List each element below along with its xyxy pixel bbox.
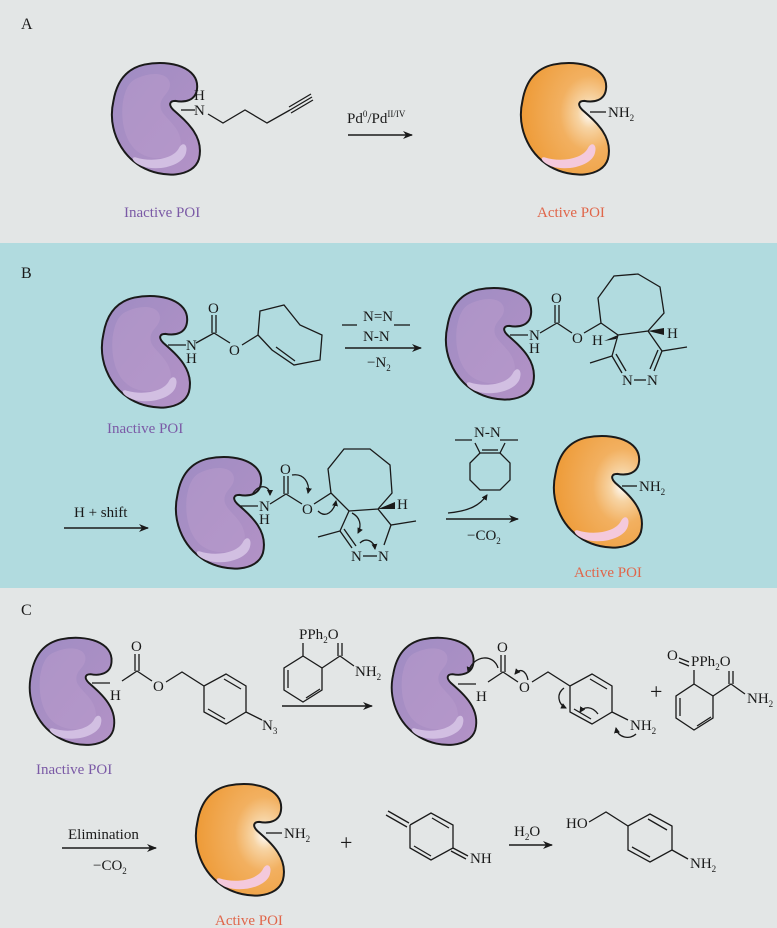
active-caption: Active POI: [215, 913, 283, 928]
pyridazine-n2: N: [378, 549, 389, 565]
carbamate-h: H: [110, 688, 121, 704]
inactive-protein-icon: [390, 636, 478, 746]
step3-h2o: H2O: [514, 824, 540, 842]
carbonyl-o: O: [551, 291, 562, 307]
scheme-c: H O O N3 Inactive POI PPh2O NH2 H O O NH…: [28, 627, 773, 928]
quinone-nh: NH: [470, 851, 492, 867]
oxide-o: O: [667, 648, 678, 664]
carbonyl-o: O: [280, 462, 291, 478]
step2-elimination: Elimination: [68, 827, 139, 843]
carbamate-h: H: [186, 351, 197, 367]
step3-minus-co2: −CO2: [467, 528, 501, 546]
ester-o: O: [153, 679, 164, 695]
plus-sign-1: +: [650, 679, 662, 704]
azide: N3: [262, 718, 278, 736]
active-caption: Active POI: [537, 205, 605, 221]
intermediate-nh2: NH2: [630, 718, 656, 736]
oxide-nh2: NH2: [747, 691, 773, 709]
pyridazine-n1: N: [351, 549, 362, 565]
reagent-pd: Pd0/PdII/IV: [347, 109, 406, 127]
ester-o: O: [302, 502, 313, 518]
panel-c: C H O O N3 Inactive POI PPh2O NH2 H O O: [0, 588, 777, 928]
step2-label: H + shift: [74, 505, 128, 521]
ester-o: O: [519, 680, 530, 696]
scheme-b: N H O O N=N N-N −N2 N H O O N N H H: [64, 273, 688, 581]
carbonyl-o: O: [497, 640, 508, 656]
carbamate-n: N: [259, 499, 270, 515]
linker-n: N: [194, 103, 205, 119]
carbamate-n: N: [529, 328, 540, 344]
linker-h: H: [194, 88, 205, 104]
alcohol-ho: HO: [566, 816, 588, 832]
step1-minus-n2: −N2: [367, 355, 391, 373]
active-protein-icon: [194, 782, 286, 897]
inactive-protein-icon: [28, 636, 116, 746]
active-protein-icon: [519, 61, 611, 176]
carbonyl-o: O: [208, 301, 219, 317]
stereo-h-left: H: [592, 333, 603, 349]
carbamate-h: H: [476, 689, 487, 705]
panel-label-c: C: [21, 602, 32, 619]
carbonyl-o: O: [131, 639, 142, 655]
product-nh2: NH2: [639, 479, 665, 497]
panel-a: A H N Inactive POI Pd0/PdII/IV NH2 Activ…: [0, 0, 777, 243]
reagent-nh2: NH2: [355, 664, 381, 682]
step2-minus-co2: −CO2: [93, 858, 127, 876]
tetrazine-top: N=N: [363, 309, 393, 325]
carbamate-n: N: [186, 338, 197, 354]
panel-label-a: A: [21, 16, 33, 33]
tetrazine-bottom: N-N: [363, 329, 390, 345]
panel-b: B N H O O N=N N-N −N2 N H O O N N: [0, 243, 777, 588]
inactive-caption: Inactive POI: [107, 421, 183, 437]
ester-o: O: [572, 331, 583, 347]
inactive-caption: Inactive POI: [124, 205, 200, 221]
active-protein-icon: [552, 434, 644, 549]
scheme-a: H N Inactive POI Pd0/PdII/IV NH2 Active …: [110, 61, 634, 221]
oxide-pph2: PPh2O: [691, 654, 731, 672]
ester-o: O: [229, 343, 240, 359]
pyridazine-n2: N: [647, 373, 658, 389]
reagent-pph2: PPh2O: [299, 627, 339, 645]
inactive-protein-icon: [110, 61, 202, 176]
active-caption: Active POI: [574, 565, 642, 581]
carbamate-h: H: [259, 512, 270, 528]
stereo-h-right: H: [667, 326, 678, 342]
product-nh2: NH2: [608, 105, 634, 123]
plus-sign-2: +: [340, 830, 352, 855]
final-nh2: NH2: [690, 856, 716, 874]
inactive-caption: Inactive POI: [36, 762, 112, 778]
product-nh2: NH2: [284, 826, 310, 844]
pyridazine-n1: N: [622, 373, 633, 389]
carbamate-h: H: [529, 341, 540, 357]
inactive-protein-icon: [174, 455, 266, 570]
inactive-protein-icon: [444, 286, 536, 401]
inactive-protein-icon: [100, 294, 192, 409]
stereo-h-right: H: [397, 497, 408, 513]
byproduct-nn: N-N: [474, 425, 501, 441]
panel-label-b: B: [21, 265, 32, 282]
